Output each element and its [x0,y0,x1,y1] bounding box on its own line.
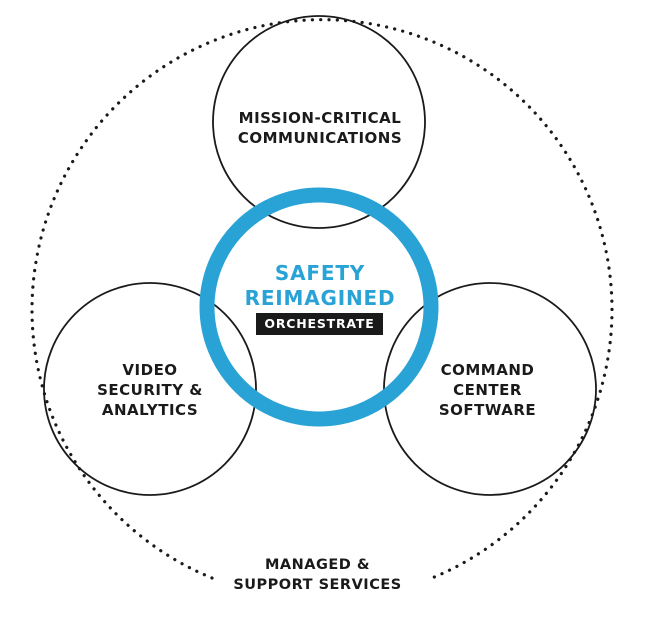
label-command-center-software: COMMAND CENTER SOFTWARE [438,361,537,419]
center-title: SAFETY REIMAGINED [244,261,396,310]
circle-left [43,282,257,496]
label-managed-support-services: MANAGED & SUPPORT SERVICES [233,557,402,593]
center-badge: ORCHESTRATE [264,316,375,331]
label-mission-critical-communications: MISSION-CRITICAL COMMUNICATIONS [237,109,403,147]
center-badge-bg [256,313,383,335]
circle-top [212,15,426,229]
label-video-security-analytics: VIDEO SECURITY & ANALYTICS [97,361,203,419]
center-ring [199,187,439,427]
